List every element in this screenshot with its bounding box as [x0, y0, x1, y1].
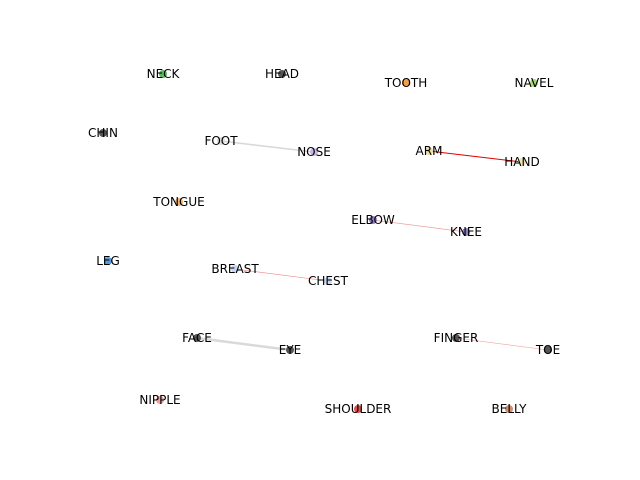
node-marker-knee	[462, 228, 470, 236]
node-toe: TOE	[535, 343, 560, 357]
node-marker-foot	[217, 137, 225, 145]
node-chin: CHIN	[88, 126, 118, 140]
node-label-knee: KNEE	[450, 225, 482, 239]
node-label-tooth: TOOTH	[384, 76, 428, 90]
node-marker-hand	[518, 158, 526, 166]
node-marker-leg	[104, 257, 112, 265]
node-label-belly: BELLY	[492, 402, 528, 416]
node-label-nose: NOSE	[297, 145, 331, 159]
node-knee: KNEE	[450, 225, 482, 239]
node-marker-chest	[324, 277, 332, 285]
node-belly: BELLY	[492, 402, 528, 416]
edge-arm-hand	[428, 150, 523, 163]
node-label-neck: NECK	[147, 67, 181, 81]
node-label-shoulder: SHOULDER	[325, 402, 392, 416]
node-marker-head	[278, 70, 286, 78]
node-marker-finger	[452, 334, 460, 342]
node-marker-navel	[530, 79, 538, 87]
node-leg: LEG	[96, 254, 120, 268]
node-marker-nose	[310, 148, 318, 156]
node-label-face: FACE	[182, 331, 212, 345]
node-label-chest: CHEST	[308, 274, 349, 288]
node-label-elbow: ELBOW	[351, 213, 395, 227]
node-shoulder: SHOULDER	[325, 402, 392, 416]
node-foot: FOOT	[204, 134, 238, 148]
node-marker-tongue	[175, 198, 183, 206]
node-tooth: TOOTH	[384, 76, 428, 90]
node-marker-face	[193, 334, 201, 342]
node-nipple: NIPPLE	[139, 393, 180, 407]
node-label-navel: NAVEL	[515, 76, 554, 90]
node-head: HEAD	[265, 67, 299, 81]
node-face: FACE	[182, 331, 212, 345]
node-label-nipple: NIPPLE	[139, 393, 180, 407]
node-navel: NAVEL	[515, 76, 554, 90]
node-label-arm: ARM	[416, 144, 443, 158]
node-label-chin: CHIN	[88, 126, 118, 140]
node-label-finger: FINGER	[434, 331, 479, 345]
node-label-breast: BREAST	[211, 262, 259, 276]
edge-breast-chest	[234, 268, 329, 282]
edge-elbow-knee	[372, 219, 467, 233]
node-tongue: TONGUE	[152, 195, 204, 209]
node-label-head: HEAD	[265, 67, 299, 81]
node-eye: EYE	[279, 343, 302, 357]
node-finger: FINGER	[434, 331, 479, 345]
node-label-hand: HAND	[504, 155, 539, 169]
node-label-leg: LEG	[96, 254, 120, 268]
node-marker-shoulder	[354, 405, 362, 413]
node-marker-breast	[231, 265, 239, 273]
node-label-eye: EYE	[279, 343, 302, 357]
node-breast: BREAST	[211, 262, 259, 276]
node-arm: ARM	[416, 144, 443, 158]
node-marker-arm	[425, 147, 433, 155]
node-label-tongue: TONGUE	[152, 195, 204, 209]
node-label-foot: FOOT	[204, 134, 238, 148]
node-layer: NECK HEAD TOOTH NAVEL CHIN FOOT NOSE ARM HAND TON…	[88, 67, 560, 416]
node-nose: NOSE	[297, 145, 331, 159]
node-marker-chin	[99, 129, 107, 137]
node-marker-elbow	[369, 216, 377, 224]
node-neck: NECK	[147, 67, 181, 81]
edge-face-eye	[196, 336, 291, 352]
node-chest: CHEST	[308, 274, 349, 288]
node-hand: HAND	[504, 155, 539, 169]
node-marker-neck	[159, 70, 167, 78]
node-marker-toe	[544, 346, 552, 354]
edge-layer	[196, 140, 549, 352]
node-marker-nipple	[156, 396, 164, 404]
node-marker-eye	[286, 346, 294, 354]
node-elbow: ELBOW	[351, 213, 395, 227]
edge-finger-toe	[455, 337, 549, 351]
node-label-toe: TOE	[535, 343, 560, 357]
node-marker-belly	[505, 405, 513, 413]
node-marker-tooth	[402, 79, 410, 87]
edge-foot-nose	[220, 140, 315, 153]
